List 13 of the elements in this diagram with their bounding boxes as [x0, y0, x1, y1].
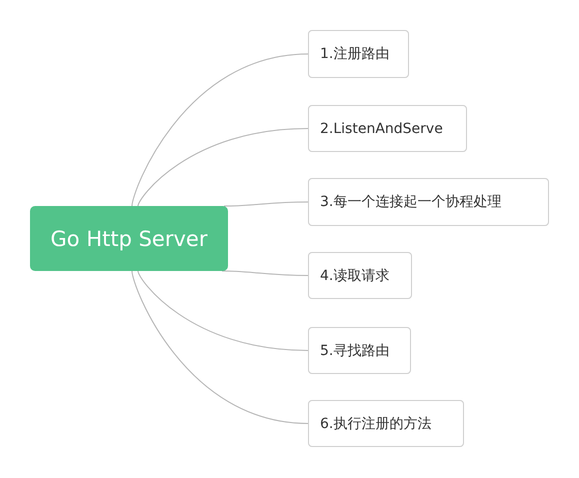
connector-line	[132, 54, 308, 206]
topic-box: 1.注册路由	[308, 30, 409, 78]
topic-box: 5.寻找路由	[308, 327, 411, 374]
connector-line	[138, 270, 308, 351]
topic-box: 4.读取请求	[308, 252, 412, 299]
topic-box: 2.ListenAndServe	[308, 105, 467, 152]
connector-line	[224, 202, 308, 206]
root-topic-box: Go Http Server	[30, 206, 228, 271]
connector-line	[132, 270, 308, 424]
topic-box: 6.执行注册的方法	[308, 400, 464, 447]
topic-box: 3.每一个连接起一个协程处理	[308, 178, 549, 226]
connector-line	[222, 270, 308, 276]
connector-line	[138, 128, 308, 206]
